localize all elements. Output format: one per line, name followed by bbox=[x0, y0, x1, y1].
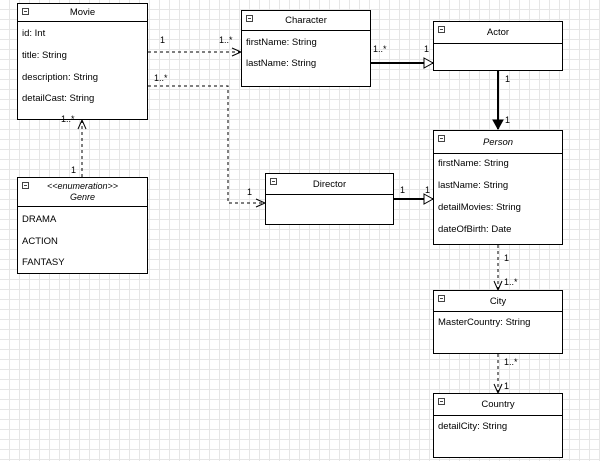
genre-enumeration-header: <<enumeration>> Genre bbox=[18, 178, 147, 207]
class-attribute: lastName: String bbox=[246, 58, 317, 69]
movie-class-name: Movie bbox=[69, 7, 96, 18]
enumeration-literal: DRAMA bbox=[22, 214, 57, 225]
multiplicity-label: 1 bbox=[505, 115, 511, 125]
actor-class-header: Actor bbox=[434, 22, 562, 44]
multiplicity-label: 1 bbox=[71, 165, 77, 175]
enumeration-literal: FANTASY bbox=[22, 257, 65, 268]
class-attribute: id: Int bbox=[22, 28, 46, 39]
collapse-icon[interactable] bbox=[246, 15, 253, 22]
class-attribute: description: String bbox=[22, 72, 99, 83]
city-class-name: City bbox=[489, 295, 507, 307]
class-attribute: lastName: String bbox=[438, 180, 509, 191]
class-attribute: MasterCountry: String bbox=[438, 317, 531, 328]
person-class[interactable]: Person firstName: String lastName: Strin… bbox=[433, 130, 563, 245]
class-attribute: dateOfBirth: Date bbox=[438, 224, 512, 235]
person-class-name: Person bbox=[482, 136, 514, 148]
genre-enumeration[interactable]: <<enumeration>> Genre DRAMA ACTION FANTA… bbox=[17, 177, 148, 274]
director-class[interactable]: Director bbox=[265, 173, 394, 225]
multiplicity-label: 1..* bbox=[61, 114, 75, 124]
class-attribute: firstName: String bbox=[438, 158, 509, 169]
city-class-header: City bbox=[434, 291, 562, 312]
country-class-header: Country bbox=[434, 394, 562, 416]
collapse-icon[interactable] bbox=[438, 26, 445, 33]
multiplicity-label: 1 bbox=[247, 187, 253, 197]
collapse-icon[interactable] bbox=[22, 8, 29, 15]
multiplicity-label: 1..* bbox=[219, 35, 233, 45]
multiplicity-label: 1 bbox=[160, 35, 166, 45]
multiplicity-label: 1 bbox=[400, 185, 406, 195]
collapse-icon[interactable] bbox=[438, 398, 445, 405]
country-class-name: Country bbox=[481, 399, 515, 410]
multiplicity-label: 1..* bbox=[373, 44, 387, 54]
actor-class[interactable]: Actor bbox=[433, 21, 563, 71]
class-attribute: detailCast: String bbox=[22, 93, 95, 104]
enumeration-literal: ACTION bbox=[22, 236, 58, 247]
character-class[interactable]: Character firstName: String lastName: St… bbox=[241, 10, 371, 87]
multiplicity-label: 1 bbox=[505, 74, 511, 84]
collapse-icon[interactable] bbox=[438, 135, 445, 142]
multiplicity-label: 1 bbox=[504, 253, 510, 263]
collapse-icon[interactable] bbox=[22, 182, 29, 189]
character-class-name: Character bbox=[285, 15, 327, 26]
genre-enumeration-name: Genre bbox=[69, 192, 95, 202]
movie-class-header: Movie bbox=[18, 4, 147, 22]
person-class-header: Person bbox=[434, 131, 562, 154]
edge-movie-director[interactable] bbox=[148, 85, 267, 208]
city-class[interactable]: City MasterCountry: String bbox=[433, 290, 563, 354]
movie-class[interactable]: Movie id: Int title: String description:… bbox=[17, 3, 148, 120]
director-class-header: Director bbox=[266, 174, 393, 195]
class-attribute: detailCity: String bbox=[438, 421, 508, 432]
country-class[interactable]: Country detailCity: String bbox=[433, 393, 563, 458]
collapse-icon[interactable] bbox=[270, 178, 277, 185]
enumeration-stereotype: <<enumeration>> bbox=[46, 181, 119, 191]
multiplicity-label: 1 bbox=[504, 381, 510, 391]
director-class-name: Director bbox=[312, 178, 347, 190]
multiplicity-label: 1..* bbox=[504, 357, 518, 367]
collapse-icon[interactable] bbox=[438, 295, 445, 302]
multiplicity-label: 1 bbox=[425, 185, 431, 195]
multiplicity-label: 1..* bbox=[154, 73, 168, 83]
class-attribute: title: String bbox=[22, 50, 67, 61]
class-attribute: detailMovies: String bbox=[438, 202, 521, 213]
character-class-header: Character bbox=[242, 11, 370, 31]
multiplicity-label: 1..* bbox=[504, 277, 518, 287]
actor-class-name: Actor bbox=[486, 27, 510, 38]
class-attribute: firstName: String bbox=[246, 37, 317, 48]
multiplicity-label: 1 bbox=[424, 44, 430, 54]
